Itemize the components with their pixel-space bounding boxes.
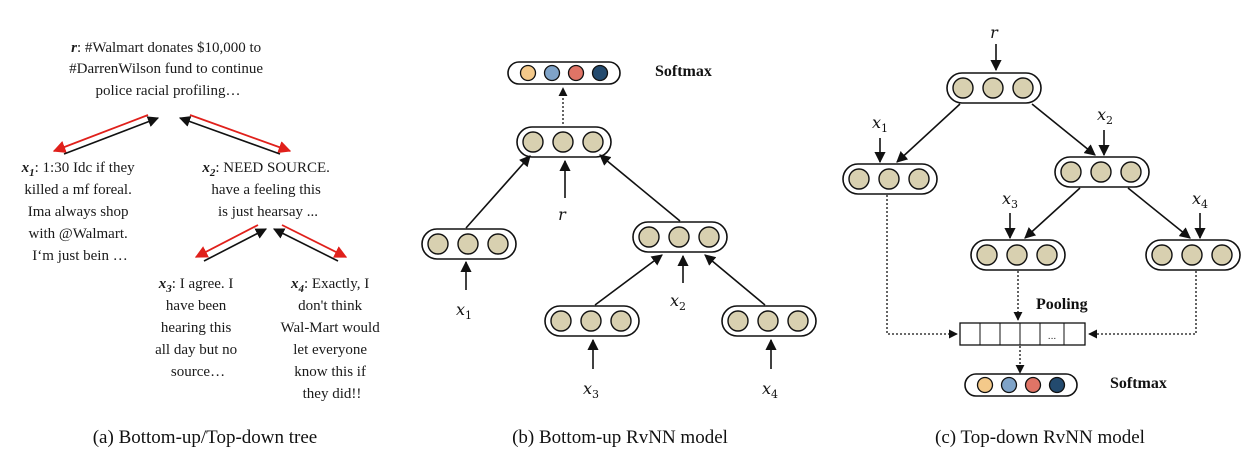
caption-a: (a) Bottom-up/Top-down tree [93, 427, 318, 448]
softmax-unit [519, 64, 537, 82]
root-line-2: #DarrenWilson fund to continue [69, 61, 263, 77]
label-x3-b: x3 [583, 379, 599, 401]
dot-x4-pool [1088, 271, 1197, 339]
softmax-label-c: Softmax [1110, 375, 1167, 392]
rvnn-node-x1-c [842, 163, 938, 195]
rvnn-node-x4-b [721, 305, 817, 337]
panel-b: Softmax r x1 x2 [421, 61, 817, 448]
rvnn-node-x3-b [544, 305, 640, 337]
rvnn-node-x4-c [1145, 239, 1241, 271]
root-tweet: r: #Walmart donates $10,000 to #DarrenWi… [69, 40, 267, 99]
root-line-1: : #Walmart donates $10,000 to [77, 40, 261, 56]
softmax-node-b [507, 61, 621, 85]
label-x1-c: x1 [872, 113, 888, 135]
softmax-unit [1000, 376, 1018, 394]
pool-ellipsis: ... [1048, 332, 1057, 342]
softmax-unit [1048, 376, 1066, 394]
label-r-c: r [990, 23, 999, 42]
rvnn-node-x1-b [421, 228, 517, 260]
label-x4-b: x4 [762, 379, 778, 401]
softmax-unit [591, 64, 609, 82]
pooling-label-c: Pooling [1036, 296, 1088, 313]
x1-tweet: x1: 1:30 Idc if they killed a mf foreal.… [21, 160, 139, 264]
dot-x1-pool [886, 195, 958, 339]
label-x3-c: x3 [1002, 189, 1018, 211]
label-x2-b: x2 [670, 291, 686, 313]
softmax-unit [567, 64, 585, 82]
softmax-node-c [964, 373, 1078, 397]
caption-c: (c) Top-down RvNN model [935, 427, 1145, 448]
root-id: r [71, 40, 77, 56]
rvnn-node-x3-c [970, 239, 1066, 271]
label-x4-c: x4 [1192, 189, 1208, 211]
rvnn-node-root-b [516, 126, 612, 158]
label-x1-b: x1 [456, 300, 472, 322]
caption-b: (b) Bottom-up RvNN model [512, 427, 728, 448]
panel-c: r x1 x2 x3 [842, 23, 1241, 448]
tree-edges-bottom [194, 224, 348, 262]
softmax-unit [543, 64, 561, 82]
x4-tweet: x4: Exactly, I don't think Wal-Mart woul… [281, 276, 384, 402]
label-x2-c: x2 [1097, 105, 1113, 127]
pooling-vector: ... [959, 322, 1086, 346]
tree-edges-top [52, 114, 292, 155]
panel-a: r: #Walmart donates $10,000 to #DarrenWi… [21, 40, 384, 448]
rvnn-node-x2-c [1054, 156, 1150, 188]
softmax-unit [976, 376, 994, 394]
label-r-b: r [558, 205, 567, 224]
x3-tweet: x3: I agree. I have been hearing this al… [155, 276, 241, 380]
rvnn-node-x2-b [632, 221, 728, 253]
root-line-3: police racial profiling… [96, 83, 241, 99]
x2-tweet: x2: NEED SOURCE. have a feeling this is … [201, 160, 333, 220]
rvnn-node-root-c [946, 72, 1042, 104]
softmax-unit [1024, 376, 1042, 394]
softmax-label-b: Softmax [655, 63, 712, 80]
